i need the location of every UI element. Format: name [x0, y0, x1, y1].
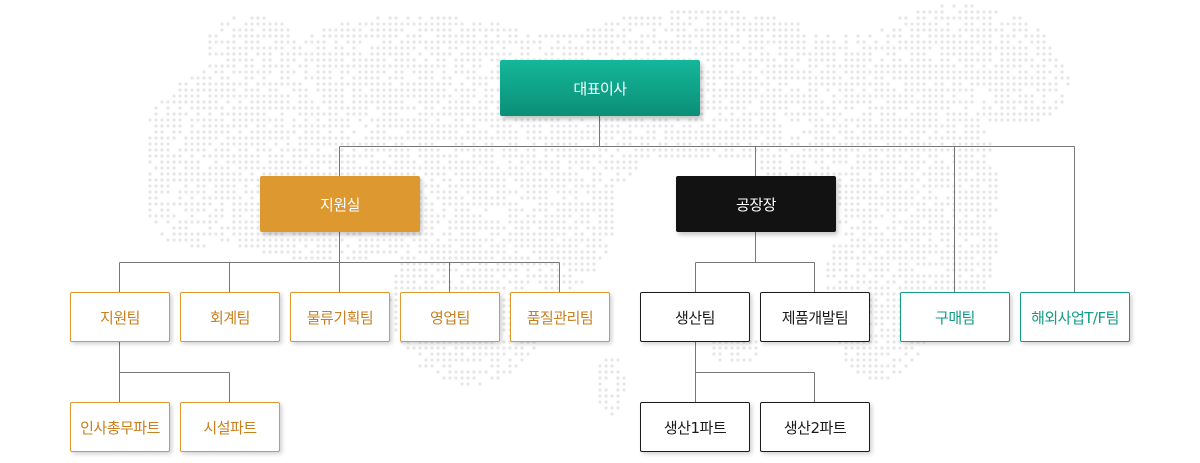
hr-general-affairs-part-box: 인사총무파트: [70, 402, 170, 452]
team-label: 회계팀: [210, 308, 250, 327]
support-office-label: 지원실: [320, 195, 360, 214]
support-team-box: 지원팀: [70, 292, 170, 342]
ceo-box: 대표이사: [500, 60, 700, 116]
production-part-1-box: 생산1파트: [640, 402, 750, 452]
purchasing-team-box: 구매팀: [900, 292, 1010, 342]
production-part-2-box: 생산2파트: [760, 402, 870, 452]
team-label: 영업팀: [430, 308, 470, 327]
part-label: 인사총무파트: [80, 418, 160, 437]
team-label: 품질관리팀: [526, 308, 594, 327]
accounting-team-box: 회계팀: [180, 292, 280, 342]
part-label: 생산1파트: [663, 418, 727, 437]
factory-manager-box: 공장장: [676, 176, 836, 232]
quality-control-team-box: 품질관리팀: [510, 292, 610, 342]
team-label: 해외사업T/F팀: [1031, 308, 1119, 327]
facilities-part-box: 시설파트: [180, 402, 280, 452]
logistics-planning-team-box: 물류기획팀: [290, 292, 390, 342]
team-label: 구매팀: [935, 308, 975, 327]
part-label: 시설파트: [203, 418, 257, 437]
sales-team-box: 영업팀: [400, 292, 500, 342]
factory-manager-label: 공장장: [736, 195, 776, 214]
support-office-box: 지원실: [260, 176, 420, 232]
team-label: 지원팀: [100, 308, 140, 327]
part-label: 생산2파트: [783, 418, 847, 437]
team-label: 물류기획팀: [306, 308, 374, 327]
product-development-team-box: 제품개발팀: [760, 292, 870, 342]
overseas-business-tf-team-box: 해외사업T/F팀: [1020, 292, 1130, 342]
team-label: 제품개발팀: [781, 308, 849, 327]
ceo-label: 대표이사: [573, 79, 627, 98]
production-team-box: 생산팀: [640, 292, 750, 342]
team-label: 생산팀: [675, 308, 715, 327]
